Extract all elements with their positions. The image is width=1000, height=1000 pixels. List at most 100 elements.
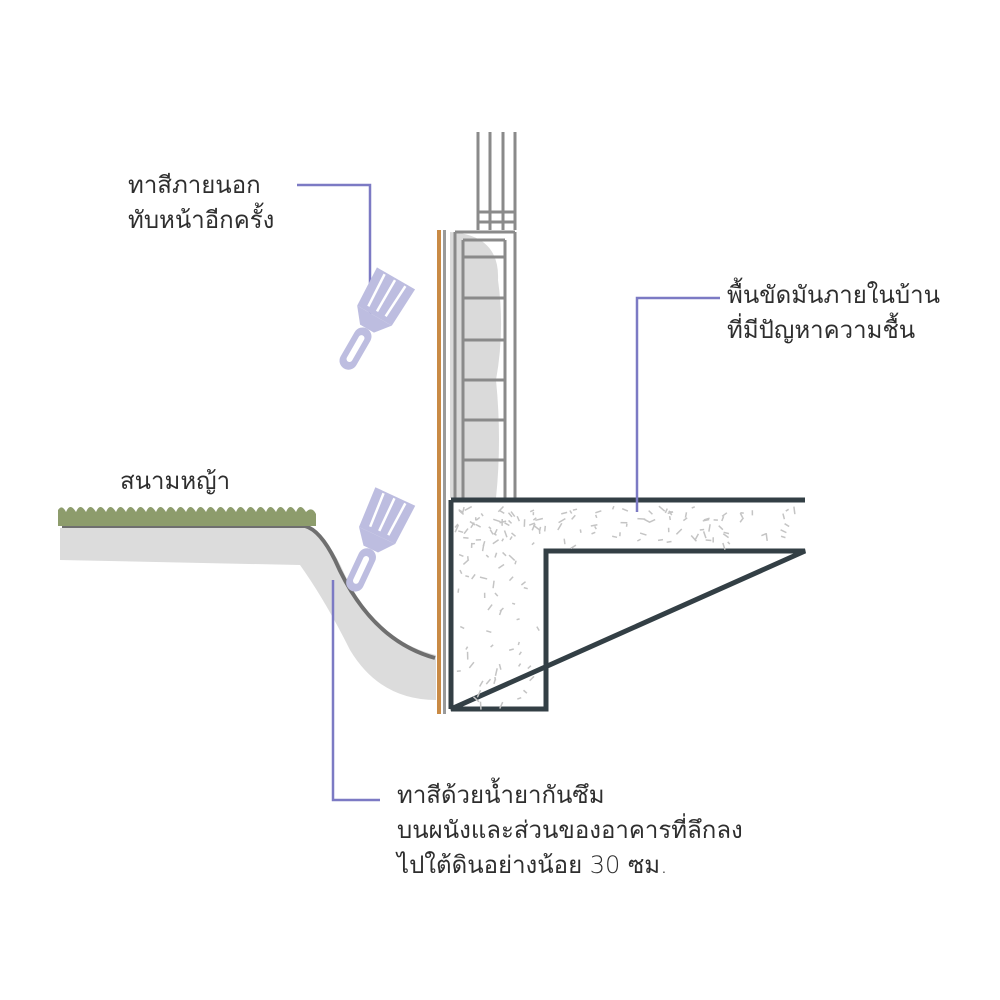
- concrete-speck: [684, 512, 688, 518]
- concrete-speck: [561, 511, 568, 515]
- concrete-speck: [465, 575, 470, 578]
- concrete-speck: [702, 531, 707, 539]
- concrete-speck: [485, 554, 490, 558]
- concrete-speck: [454, 523, 459, 529]
- concrete-speck: [780, 529, 787, 534]
- concrete-speck: [517, 696, 522, 700]
- concrete-speck: [517, 641, 520, 646]
- concrete-speck: [488, 526, 492, 530]
- concrete-speck: [563, 538, 566, 545]
- concrete-speck: [510, 511, 516, 518]
- soil: [60, 528, 436, 700]
- concrete-speck: [691, 506, 696, 509]
- concrete-speck: [522, 689, 528, 694]
- concrete-speck: [668, 516, 672, 521]
- concrete-speck: [721, 512, 728, 517]
- concrete-speck: [492, 539, 500, 545]
- concrete-speck: [487, 604, 493, 611]
- concrete-speck: [595, 510, 602, 514]
- concrete-speck: [531, 523, 536, 531]
- label-line: พื้นขัดมันภายในบ้าน: [727, 281, 941, 309]
- concrete-speck: [739, 512, 744, 518]
- block-wall: [450, 230, 517, 498]
- concrete-speck: [514, 560, 517, 565]
- concrete-speck: [508, 576, 514, 582]
- concrete-speck: [722, 542, 726, 551]
- label-line: ทาสีด้วยน้ำยากันซึม: [397, 781, 605, 809]
- concrete-speck: [621, 507, 629, 512]
- concrete-speck: [529, 675, 535, 682]
- concrete-speck: [723, 531, 730, 535]
- concrete-speck: [785, 508, 790, 512]
- concrete-speck: [591, 531, 596, 535]
- concrete-speck: [463, 528, 469, 535]
- concrete-speck: [494, 592, 499, 597]
- upper-wall: [476, 132, 517, 230]
- concrete-speck: [532, 517, 537, 521]
- label-waterproofing: ทาสีด้วยน้ำยากันซึม บนผนังและส่วนของอาคา…: [397, 778, 743, 883]
- label-interior-floor: พื้นขัดมันภายในบ้าน ที่มีปัญหาความชื้น: [727, 278, 940, 348]
- grass: [58, 507, 316, 526]
- concrete-speck: [666, 540, 672, 544]
- leader-lines: [297, 183, 720, 802]
- concrete-speck: [511, 532, 517, 537]
- concrete-speck: [497, 505, 505, 513]
- concrete-speck: [793, 506, 796, 515]
- concrete-speck: [718, 525, 724, 531]
- concrete-speck: [490, 644, 494, 648]
- concrete-speck: [702, 518, 710, 522]
- concrete-speck: [721, 515, 725, 522]
- concrete-speck: [481, 544, 485, 552]
- concrete-speck: [494, 552, 498, 558]
- concrete-speck: [722, 533, 730, 539]
- concrete-speck: [571, 514, 576, 520]
- concrete-speck: [502, 551, 507, 557]
- concrete-speck: [498, 563, 505, 569]
- concrete-speck: [739, 517, 745, 523]
- concrete-speck: [475, 516, 481, 521]
- label-line: ทับหน้าอีกครั้ง: [128, 206, 275, 234]
- label-line: ทาสีภายนอก: [128, 171, 261, 199]
- concrete-speck: [570, 544, 577, 550]
- concrete-speck: [498, 663, 502, 670]
- concrete-speck: [516, 618, 520, 621]
- concrete-speck: [765, 533, 768, 541]
- concrete-speck: [461, 506, 465, 514]
- concrete-speck: [458, 530, 464, 534]
- concrete-speck: [579, 529, 582, 533]
- label-line: ไปใต้ดินอย่างน้อย 30 ซม.: [397, 851, 668, 879]
- concrete-speck: [499, 607, 504, 612]
- concrete-speck: [572, 508, 578, 511]
- concrete-speck: [531, 542, 535, 546]
- concrete-texture: [454, 505, 796, 710]
- concrete-speck: [480, 513, 484, 517]
- concrete-speck: [494, 528, 498, 535]
- concrete-speck: [536, 626, 540, 632]
- concrete-speck: [472, 696, 480, 703]
- concrete-speck: [782, 513, 786, 520]
- concrete-speck: [612, 535, 618, 539]
- concrete-speck: [557, 522, 563, 531]
- concrete-speck: [639, 532, 647, 536]
- concrete-speck: [462, 558, 470, 565]
- concrete-speck: [649, 518, 656, 523]
- wall-face-line: [443, 230, 446, 714]
- concrete-speck: [520, 581, 526, 586]
- ground-line: [62, 524, 436, 660]
- concrete-speck: [527, 665, 532, 670]
- concrete-speck: [493, 532, 497, 536]
- concrete-speck: [708, 524, 711, 532]
- concrete-speck: [535, 517, 544, 522]
- concrete-speck: [493, 518, 501, 523]
- label-line: ที่มีปัญหาความชื้น: [727, 316, 916, 344]
- concrete-speck: [492, 580, 495, 589]
- label-lawn: สนามหญ้า: [120, 467, 231, 495]
- concrete-speck: [508, 519, 513, 524]
- concrete-speck: [465, 646, 469, 650]
- concrete-speck: [657, 538, 664, 542]
- concrete-speck: [664, 508, 668, 514]
- label-line: บนผนังและส่วนของอาคารที่ลึกลง: [397, 816, 743, 844]
- concrete-speck: [569, 510, 573, 514]
- concrete-speck: [501, 538, 505, 542]
